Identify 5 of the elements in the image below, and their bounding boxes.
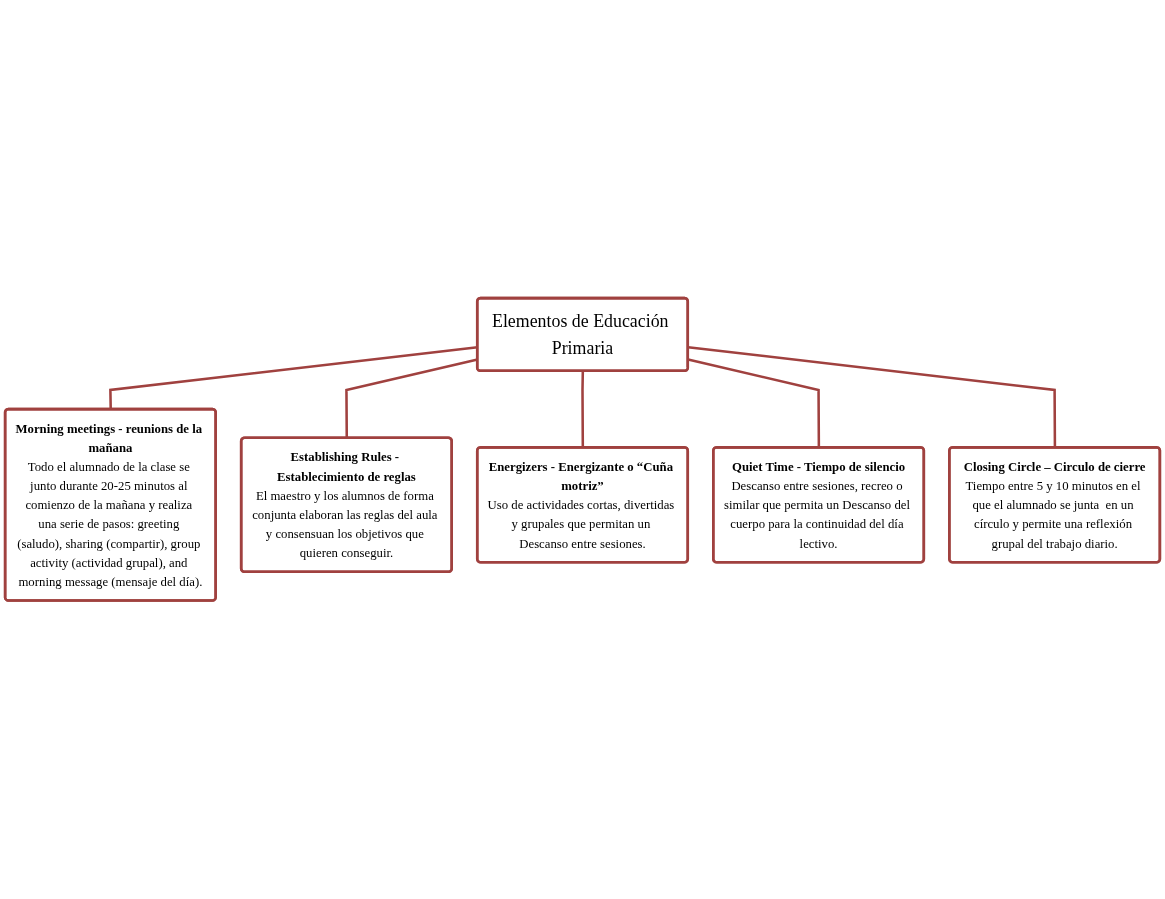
connector [581,371,585,448]
connector [687,358,821,448]
connector [345,358,478,439]
connector [109,346,478,410]
connector [687,346,1057,448]
